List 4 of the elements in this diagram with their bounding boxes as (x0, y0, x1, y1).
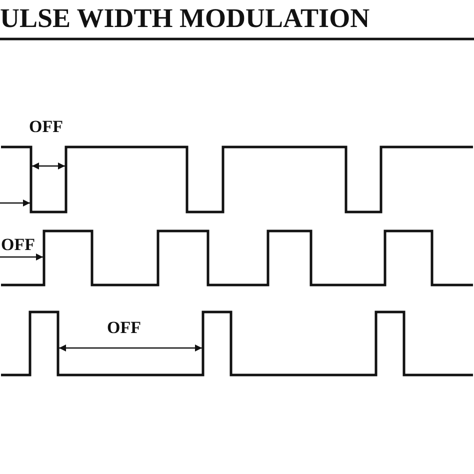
title: ULSE WIDTH MODULATION (0, 5, 370, 32)
dimension-label: OFF (29, 118, 63, 135)
dimension-label: OFF (107, 319, 141, 336)
dimension-label: OFF (1, 236, 35, 253)
